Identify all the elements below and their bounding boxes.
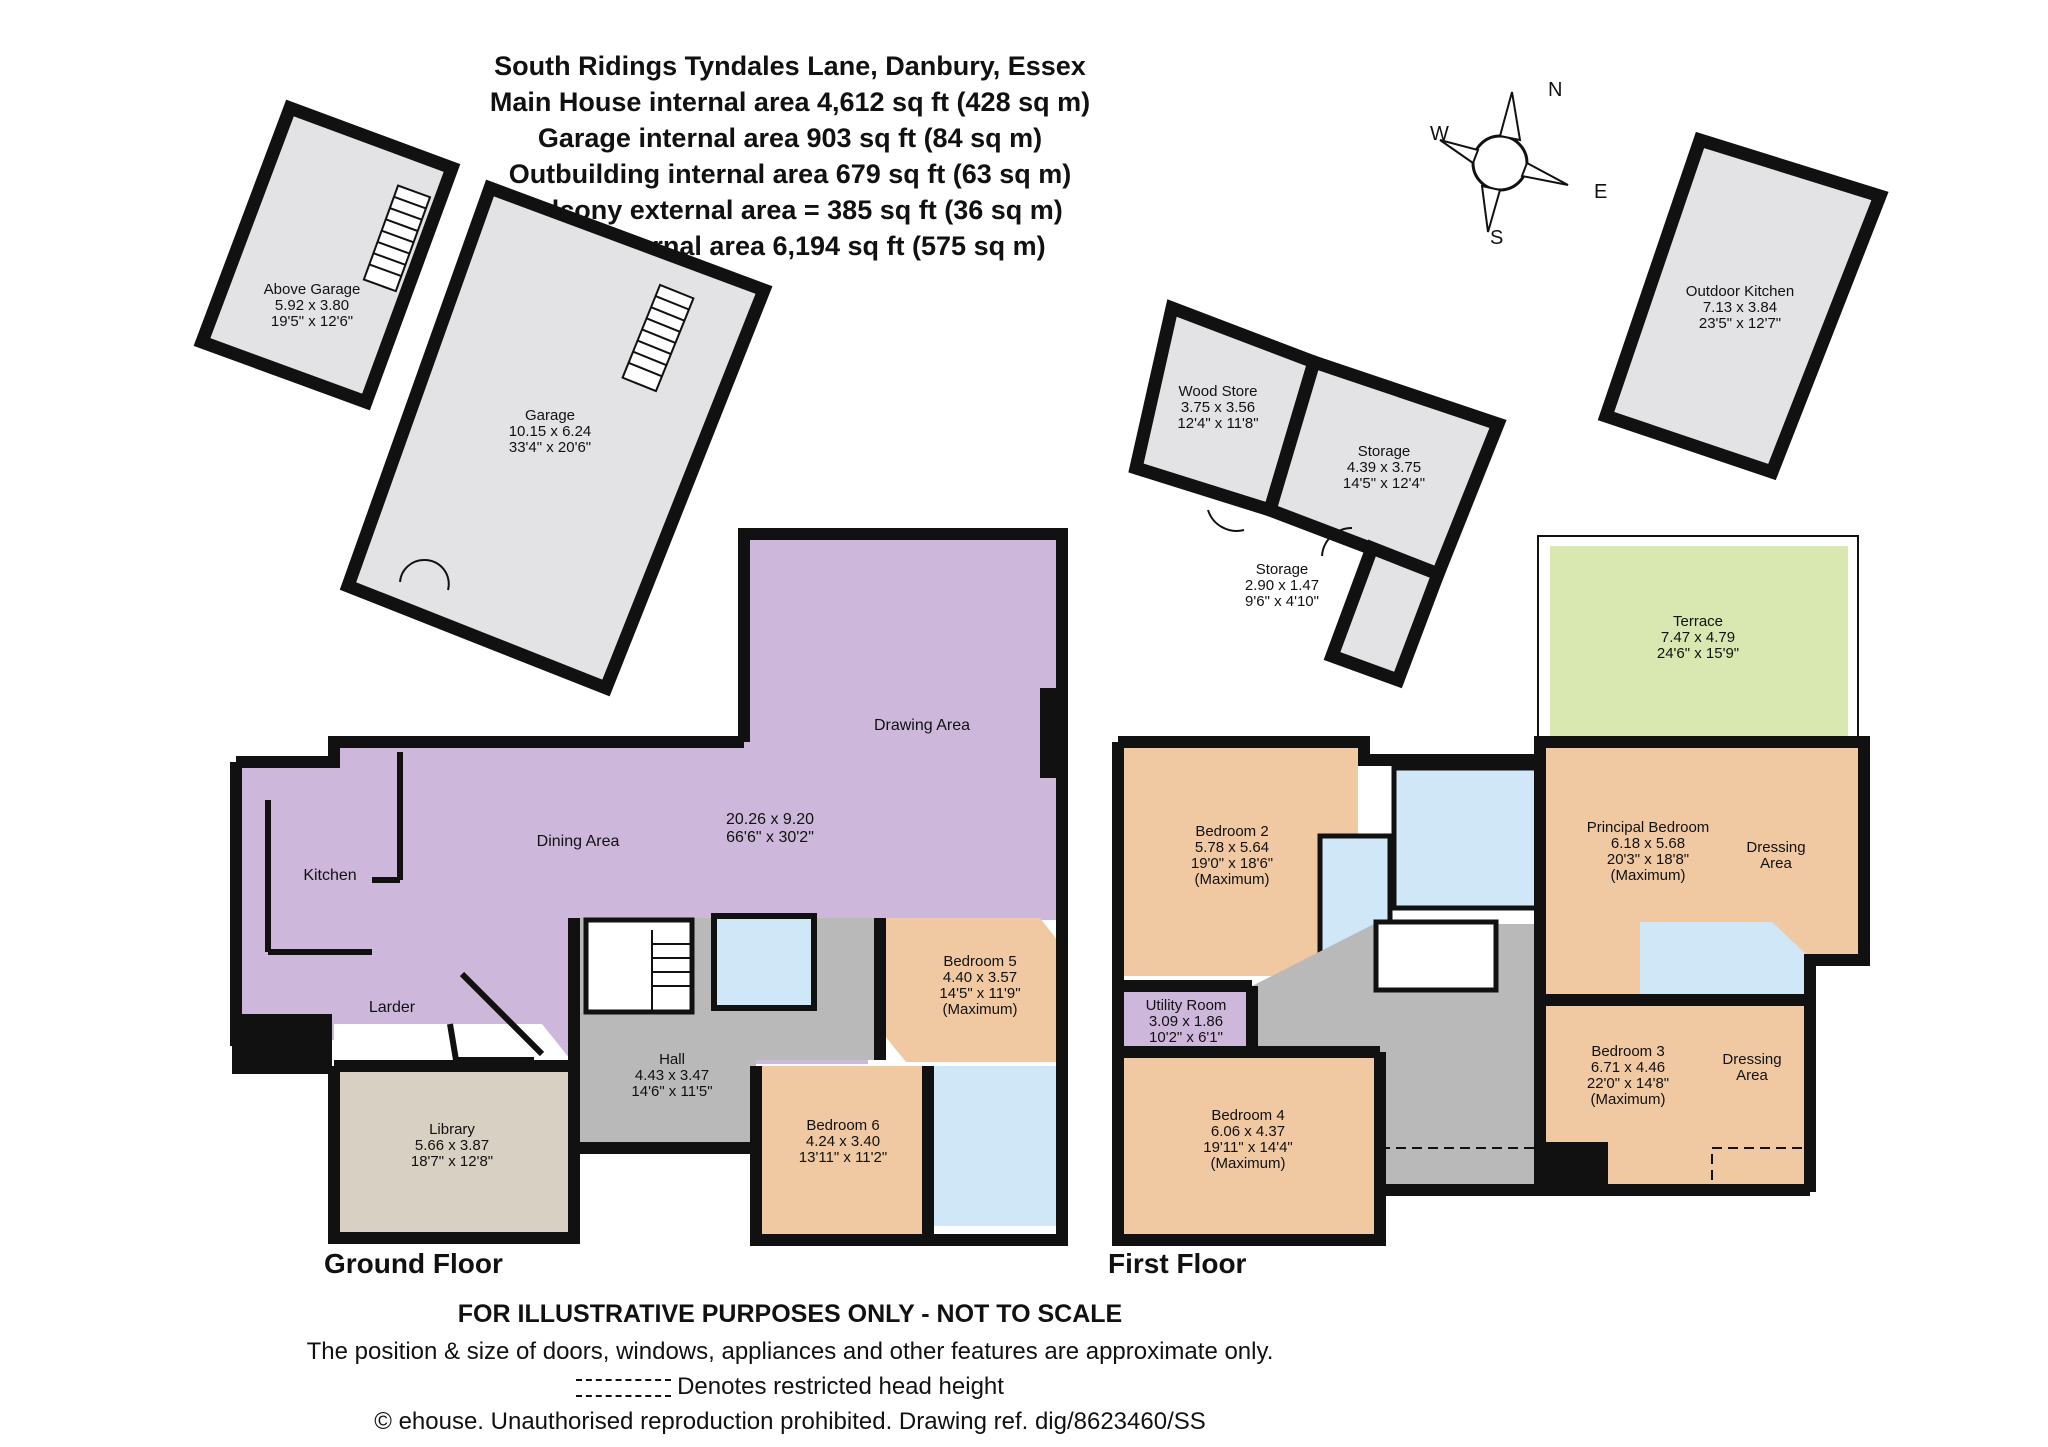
outbuilding-area: Outbuilding internal area 679 sq ft (63 … [508, 159, 1072, 189]
room-name: Garage [525, 407, 575, 424]
library-imperial: 18'7" x 12'8" [411, 1153, 493, 1170]
bedroom4-note: (Maximum) [1211, 1155, 1286, 1172]
principal-imperial: 20'3" x 18'8" [1607, 851, 1689, 868]
storage-imperial: 14'5" x 12'4" [1343, 475, 1425, 492]
bedroom3-imperial: 22'0" x 14'8" [1587, 1075, 1669, 1092]
restricted-height-text: Denotes restricted head height [677, 1373, 1004, 1400]
bedroom2-label: Bedroom 2 [1195, 823, 1268, 840]
drawing-area-label: Drawing Area [874, 717, 970, 734]
main-house-area: Main House internal area 4,612 sq ft (42… [489, 87, 1091, 117]
principal-label: Principal Bedroom [1587, 819, 1710, 836]
room-imperial: 33'4" x 20'6" [509, 439, 591, 456]
ground-floor-plan: Drawing Area Dining Area 20.26 x 9.20 66… [230, 528, 1068, 1246]
terrace-metric: 7.47 x 4.79 [1661, 629, 1735, 646]
bedroom3-metric: 6.71 x 4.46 [1591, 1059, 1665, 1076]
room-name: Above Garage [264, 281, 361, 298]
storage-small-imperial: 9'6" x 4'10" [1245, 593, 1319, 610]
compass-south: S [1490, 227, 1503, 249]
dashed-box-icon [576, 1378, 672, 1397]
stairs-icon [621, 283, 695, 393]
library-metric: 5.66 x 3.87 [415, 1137, 489, 1154]
principal-metric: 6.18 x 5.68 [1611, 835, 1685, 852]
room-metric: 5.92 x 3.80 [275, 297, 349, 314]
bedroom2-metric: 5.78 x 5.64 [1195, 839, 1269, 856]
wood-store-metric: 3.75 x 3.56 [1181, 399, 1255, 416]
utility-imperial: 10'2" x 6'1" [1149, 1029, 1223, 1046]
hall-imperial: 14'6" x 11'5" [631, 1083, 712, 1100]
utility-metric: 3.09 x 1.86 [1149, 1013, 1223, 1030]
bedroom6-metric: 4.24 x 3.40 [806, 1133, 880, 1150]
bedroom5-metric: 4.40 x 3.57 [943, 969, 1017, 986]
first-floor-label: First Floor [1108, 1248, 1247, 1279]
principal-note: (Maximum) [1611, 867, 1686, 884]
dining-area-label: Dining Area [537, 833, 620, 850]
kitchen-label: Kitchen [303, 867, 356, 884]
terrace-imperial: 24'6" x 15'9" [1657, 645, 1739, 662]
room-name: Outdoor Kitchen [1686, 283, 1794, 300]
bedroom3-note: (Maximum) [1591, 1091, 1666, 1108]
bedroom5-imperial: 14'5" x 11'9" [939, 985, 1020, 1002]
bedroom3-label: Bedroom 3 [1591, 1043, 1664, 1060]
hall-label: Hall [659, 1051, 685, 1068]
dressing1-label2: Area [1760, 855, 1792, 872]
dressing2-label2: Area [1736, 1067, 1768, 1084]
stairs-icon [362, 184, 432, 293]
title-block: South Ridings Tyndales Lane, Danbury, Es… [0, 48, 1580, 264]
bedroom6-imperial: 13'11" x 11'2" [799, 1149, 887, 1166]
room-metric: 10.15 x 6.24 [509, 423, 592, 440]
approximation-note: The position & size of doors, windows, a… [306, 1338, 1274, 1365]
bedroom5-label: Bedroom 5 [943, 953, 1016, 970]
compass-north: N [1548, 79, 1562, 101]
room-imperial: 23'5" x 12'7" [1699, 315, 1781, 332]
hall-metric: 4.43 x 3.47 [635, 1067, 709, 1084]
dressing1-label: Dressing [1746, 839, 1805, 856]
compass-icon: N E S W [1430, 79, 1607, 249]
terrace-label: Terrace [1673, 613, 1723, 630]
room-imperial: 19'5" x 12'6" [271, 313, 353, 330]
dressing2-label: Dressing [1722, 1051, 1781, 1068]
storage-name: Storage [1358, 443, 1411, 460]
room-outdoor-kitchen: Outdoor Kitchen 7.13 x 3.84 23'5" x 12'7… [1597, 131, 1889, 481]
storage-metric: 4.39 x 3.75 [1347, 459, 1421, 476]
room-garage: Garage 10.15 x 6.24 33'4" x 20'6" [339, 179, 773, 697]
bedroom4-metric: 6.06 x 4.37 [1211, 1123, 1285, 1140]
utility-label: Utility Room [1146, 997, 1227, 1014]
storage-small-metric: 2.90 x 1.47 [1245, 577, 1319, 594]
first-floor-plan: Terrace 7.47 x 4.79 24'6" x 15'9" Bedroo… [1112, 535, 1870, 1246]
bedroom4-label: Bedroom 4 [1211, 1107, 1284, 1124]
bedroom5-note: (Maximum) [943, 1001, 1018, 1018]
dining-area-metric: 20.26 x 9.20 [726, 811, 814, 828]
ground-floor-label: Ground Floor [324, 1248, 503, 1279]
bedroom4-imperial: 19'11" x 14'4" [1203, 1139, 1293, 1156]
library-label: Library [429, 1121, 475, 1138]
room-metric: 7.13 x 3.84 [1703, 299, 1777, 316]
not-to-scale-warning: FOR ILLUSTRATIVE PURPOSES ONLY - NOT TO … [457, 1300, 1123, 1328]
larder-label: Larder [369, 999, 416, 1016]
garage-area: Garage internal area 903 sq ft (84 sq m) [537, 123, 1043, 153]
balcony-area: Balcony external area = 385 sq ft (36 sq… [517, 195, 1063, 225]
storage-small-name: Storage [1256, 561, 1309, 578]
copyright-line: © ehouse. Unauthorised reproduction proh… [374, 1408, 1206, 1435]
wood-store-imperial: 12'4" x 11'8" [1177, 415, 1258, 432]
bedroom6-label: Bedroom 6 [806, 1117, 879, 1134]
room-above-garage: Above Garage 5.92 x 3.80 19'5" x 12'6" [193, 99, 461, 411]
dining-area-imperial: 66'6" x 30'2" [726, 829, 814, 846]
compass-east: E [1594, 181, 1607, 203]
bedroom2-imperial: 19'0" x 18'6" [1191, 855, 1273, 872]
outbuilding: Wood Store 3.75 x 3.56 12'4" x 11'8" Sto… [1128, 299, 1507, 689]
restricted-height-legend: Denotes restricted head height [0, 1373, 1580, 1401]
wood-store-name: Wood Store [1179, 383, 1258, 400]
compass-west: W [1430, 123, 1449, 145]
bedroom2-note: (Maximum) [1195, 871, 1270, 888]
property-address: South Ridings Tyndales Lane, Danbury, Es… [494, 51, 1086, 81]
